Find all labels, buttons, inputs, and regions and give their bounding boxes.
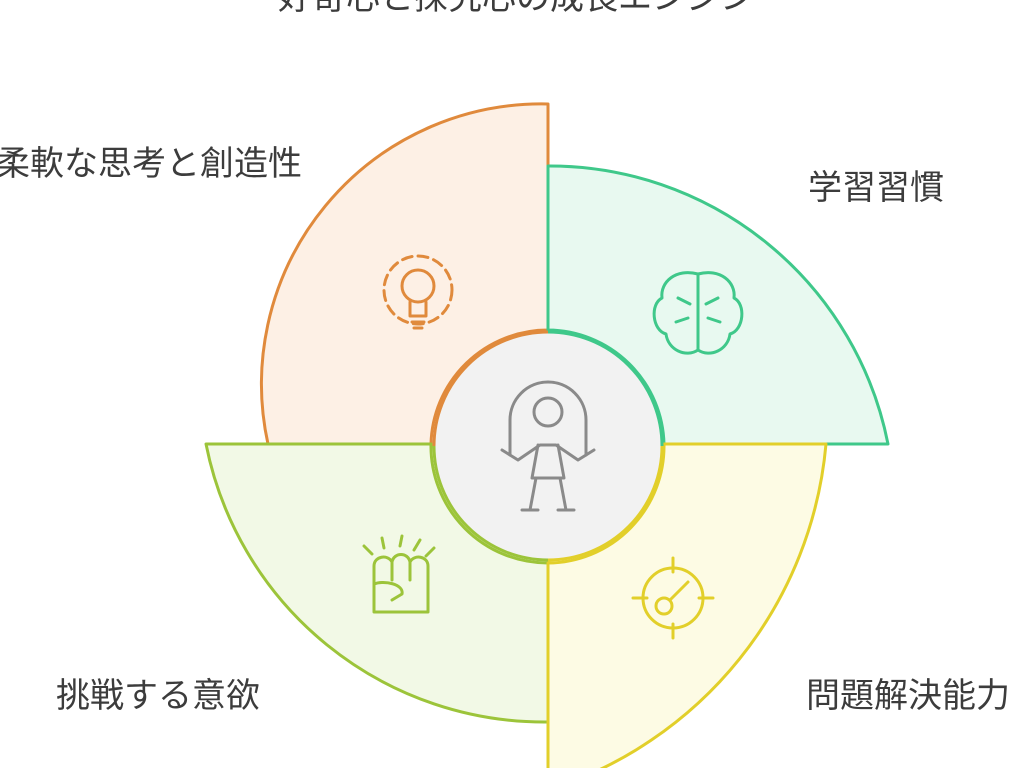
segment-learning-habit	[546, 164, 890, 446]
label-learning-habit: 学習習慣	[808, 168, 944, 208]
segment-flexible-thinking	[260, 102, 550, 446]
diagram-title: 好奇心と探究心の成長エンジン	[278, 0, 754, 18]
label-flexible-thinking: 柔軟な思考と創造性	[0, 144, 302, 184]
target-key-icon	[631, 556, 715, 640]
brain-icon	[652, 271, 744, 355]
child-jump-rope-icon	[500, 380, 596, 512]
lightbulb-gear-icon	[382, 254, 454, 330]
label-problem-solving: 問題解決能力	[806, 676, 1010, 716]
segment-problem-solving	[546, 442, 828, 768]
fist-icon	[362, 534, 436, 614]
label-challenge-motivation: 挑戦する意欲	[56, 676, 260, 716]
